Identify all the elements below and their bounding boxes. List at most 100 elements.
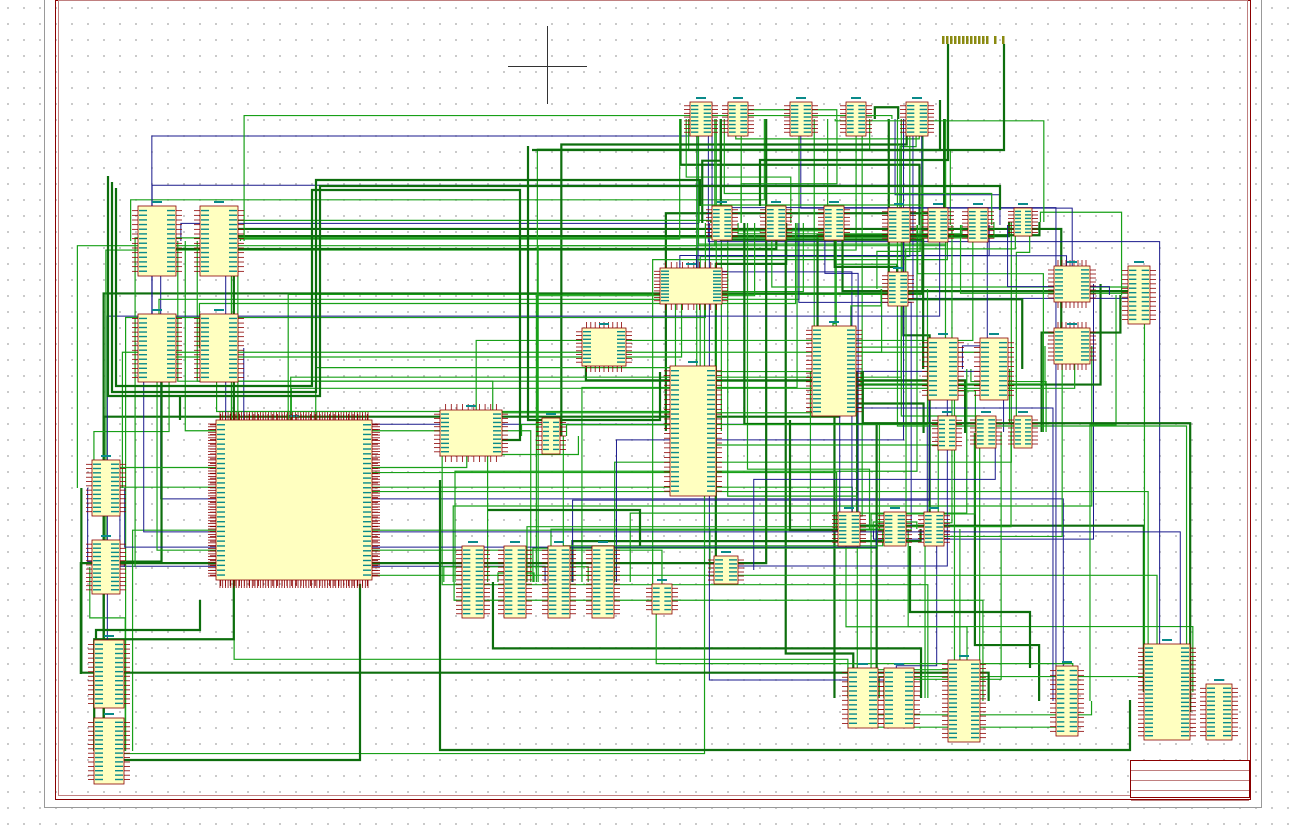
component-symbol[interactable]: [711, 205, 733, 241]
component-symbol[interactable]: [1143, 643, 1191, 741]
component-symbol[interactable]: [689, 101, 713, 137]
component-symbol[interactable]: [765, 205, 787, 241]
pin-label-mark: [517, 583, 525, 585]
pin-label-mark: [1069, 688, 1077, 690]
pin-label-mark: [707, 471, 715, 473]
pin-label-mark: [201, 242, 209, 244]
pin-label-mark: [969, 233, 976, 236]
component-symbol[interactable]: [923, 511, 945, 547]
pin-label-mark: [740, 116, 747, 118]
pin-label-mark: [583, 334, 591, 337]
pin-label-mark: [724, 212, 731, 215]
component-symbol[interactable]: [927, 207, 949, 243]
pin-label-mark: [1015, 210, 1021, 213]
pin-label-mark: [1145, 693, 1153, 695]
component-symbol[interactable]: [669, 365, 717, 497]
component-symbol[interactable]: [883, 511, 907, 547]
pin-label-mark: [1223, 734, 1231, 737]
pin-label-mark: [825, 235, 832, 237]
designator-mark: [1162, 639, 1172, 641]
component-symbol[interactable]: [439, 409, 503, 457]
pin-label-mark: [847, 342, 855, 344]
component-symbol[interactable]: [93, 717, 125, 785]
component-symbol[interactable]: [199, 313, 239, 383]
pin-label-mark: [167, 358, 175, 360]
component-symbol[interactable]: [887, 271, 909, 307]
pin-label-mark: [561, 553, 569, 556]
pin-label-mark: [664, 608, 671, 611]
pin-label-mark: [517, 553, 525, 556]
pin-label-mark: [115, 675, 123, 677]
component-symbol[interactable]: [823, 205, 845, 241]
component-symbol[interactable]: [1127, 265, 1151, 325]
designator-mark: [1018, 411, 1028, 413]
component-symbol[interactable]: [591, 545, 615, 619]
pin-label-mark: [1145, 718, 1153, 720]
pin-label-mark: [740, 108, 747, 111]
pin-label-mark: [1057, 683, 1065, 686]
pin-label-mark: [839, 530, 847, 532]
pin-label-mark: [925, 530, 932, 532]
connector-pin-label: [986, 36, 989, 44]
pin-label-mark: [1081, 269, 1089, 271]
component-symbol[interactable]: [547, 545, 571, 619]
pin-label-mark: [95, 661, 103, 664]
pin-label-mark: [889, 210, 897, 213]
component-symbol[interactable]: [137, 205, 177, 277]
component-symbol[interactable]: [967, 207, 989, 243]
pin-label-mark: [1145, 651, 1153, 653]
pin-label-mark: [605, 562, 613, 564]
pin-label-mark: [93, 589, 101, 591]
pin-label-mark: [111, 551, 119, 554]
pin-label-mark: [111, 510, 119, 513]
pin-label-mark: [836, 208, 843, 211]
pin-label-mark: [664, 596, 671, 598]
pin-label-mark: [111, 480, 119, 483]
component-symbol[interactable]: [199, 205, 239, 277]
pin-label-mark: [1129, 278, 1137, 280]
component-symbol[interactable]: [887, 207, 911, 243]
component-symbol[interactable]: [789, 101, 813, 137]
pin-label-mark: [475, 608, 483, 611]
pin-label-mark: [201, 247, 209, 249]
component-symbol[interactable]: [1053, 265, 1091, 303]
component-symbol[interactable]: [503, 545, 527, 619]
pin-label-mark: [1145, 722, 1153, 724]
net-wire: [740, 119, 838, 223]
pin-label-mark: [93, 559, 101, 562]
pin-label-mark: [1207, 696, 1215, 698]
component-symbol[interactable]: [461, 545, 485, 619]
component-symbol[interactable]: [1053, 327, 1091, 365]
component-symbol[interactable]: [93, 639, 125, 709]
pin-label-mark: [167, 228, 175, 230]
pin-label-mark: [889, 222, 897, 224]
pin-label-mark: [813, 342, 821, 344]
pin-label-mark: [549, 574, 557, 577]
pin-label-mark: [949, 370, 957, 372]
pin-label-mark: [363, 462, 371, 465]
pin-label-mark: [167, 270, 175, 272]
component-symbol[interactable]: [137, 313, 177, 383]
net-wire: [243, 114, 893, 241]
pin-label-mark: [167, 219, 175, 221]
component-symbol[interactable]: [811, 325, 857, 417]
pin-label-mark: [139, 376, 147, 379]
component-symbol[interactable]: [845, 101, 867, 137]
pin-label-mark: [1223, 717, 1231, 720]
pin-label-mark: [217, 511, 225, 513]
pin-label-mark: [715, 571, 723, 573]
component-symbol[interactable]: [659, 267, 723, 305]
component-symbol[interactable]: [651, 583, 673, 615]
pin-label-mark: [981, 380, 989, 382]
component-symbol[interactable]: [215, 419, 373, 581]
pin-label-mark: [977, 431, 984, 433]
pin-label-mark: [229, 358, 237, 360]
component-symbol[interactable]: [837, 511, 861, 547]
component-symbol[interactable]: [727, 101, 749, 137]
component-symbol[interactable]: [905, 101, 929, 137]
pin-label-mark: [605, 574, 613, 577]
component-symbol[interactable]: [1055, 665, 1079, 737]
pin-label-mark: [949, 389, 957, 392]
pin-label-mark: [115, 726, 123, 728]
